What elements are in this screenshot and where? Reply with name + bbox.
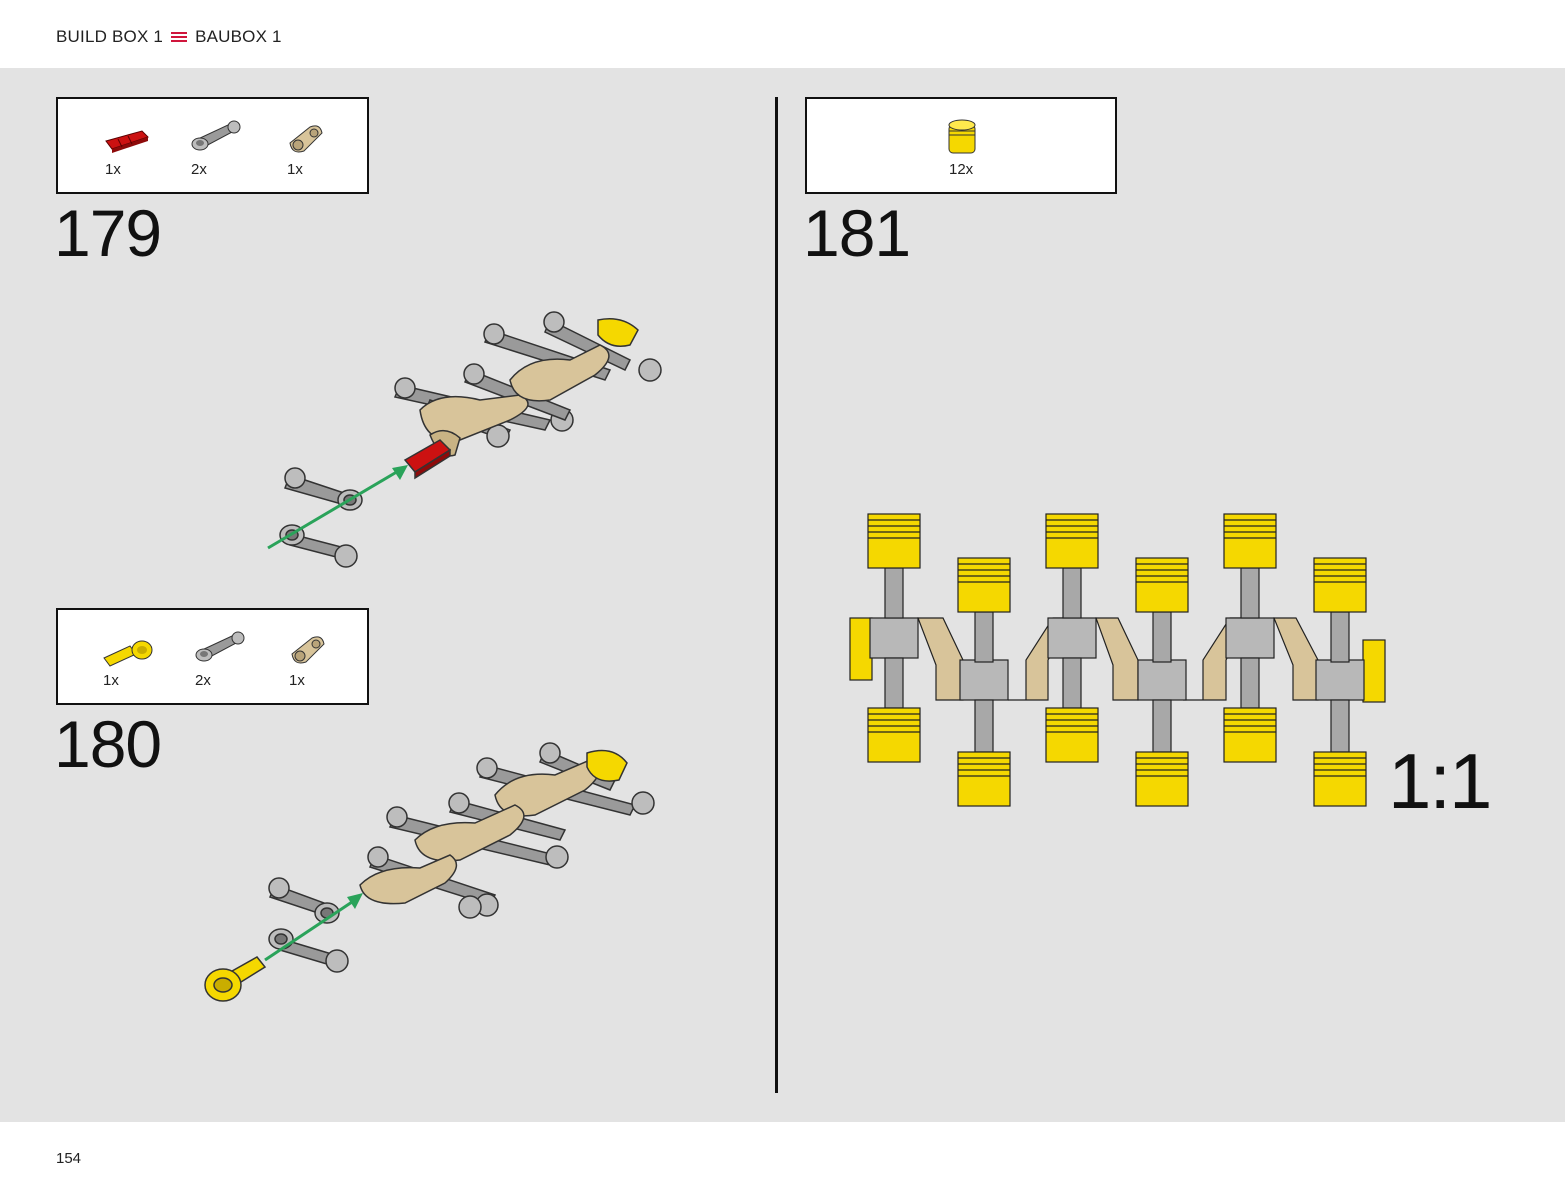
tan-crank-liftarm-icon xyxy=(284,121,326,157)
step-180-illustration xyxy=(204,742,655,1002)
menu-icon xyxy=(171,31,188,43)
red-axle-pin-icon xyxy=(102,129,152,155)
qty-label: 12x xyxy=(949,161,974,178)
scale-label: 1:1 xyxy=(1388,737,1492,825)
yellow-axle-pin-icon xyxy=(100,634,156,670)
page-header: BUILD BOX 1 BAUBOX 1 xyxy=(0,0,1565,68)
step-179-illustration xyxy=(267,311,662,568)
column-divider xyxy=(775,97,778,1093)
instruction-page xyxy=(0,68,1565,1122)
page-footer xyxy=(0,1122,1565,1191)
crankshaft-assembly-illustration xyxy=(849,513,1386,807)
gray-connecting-rod-icon xyxy=(192,630,248,666)
qty-label: 2x xyxy=(191,161,207,178)
parts-box-step-180: 1x 2x 1x xyxy=(56,608,369,705)
qty-label: 2x xyxy=(195,672,211,689)
step-number: 180 xyxy=(54,707,162,781)
parts-box-step-181: 12x xyxy=(805,97,1117,194)
qty-label: 1x xyxy=(289,672,305,689)
tan-crank-liftarm-icon xyxy=(286,632,328,668)
qty-label: 1x xyxy=(105,161,121,178)
build-box-label: BUILD BOX 1 xyxy=(56,27,164,46)
step-number: 181 xyxy=(803,196,911,270)
page-number: 154 xyxy=(56,1150,82,1167)
step-number: 179 xyxy=(54,196,162,270)
qty-label: 1x xyxy=(103,672,119,689)
yellow-piston-icon xyxy=(947,119,979,159)
qty-label: 1x xyxy=(287,161,303,178)
breadcrumb: BUILD BOX 1 BAUBOX 1 xyxy=(56,27,282,47)
parts-box-step-179: 1x 2x 1x xyxy=(56,97,369,194)
baubox-label: BAUBOX 1 xyxy=(195,27,282,46)
gray-connecting-rod-icon xyxy=(188,119,244,155)
